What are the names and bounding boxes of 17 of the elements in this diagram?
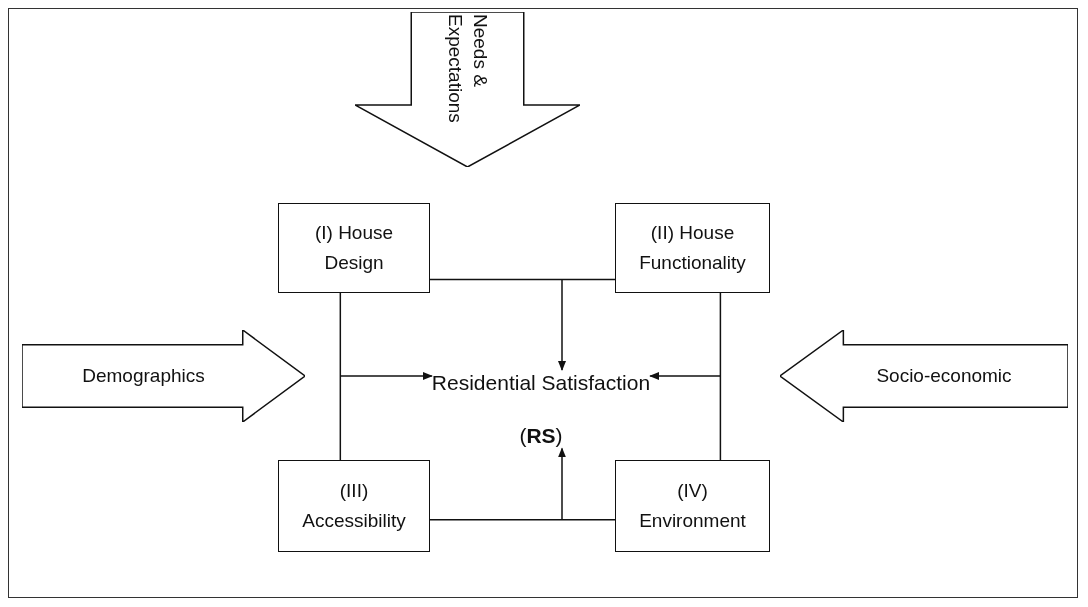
arrow	[649, 372, 721, 380]
central-label: (RS)	[519, 423, 563, 449]
arrow	[339, 372, 433, 380]
connector-line	[719, 292, 722, 461]
central-label: Residential Satisfaction	[431, 370, 651, 396]
arrow	[558, 279, 566, 371]
arrow-label: Demographics	[82, 365, 205, 387]
arrow	[558, 447, 566, 521]
factor-box: (IV) Environment	[615, 460, 770, 552]
arrow-label: Needs & Expectations	[443, 14, 493, 125]
factor-box: (II) House Functionality	[615, 203, 770, 293]
factor-box: (III) Accessibility	[278, 460, 430, 552]
connector-line	[429, 278, 616, 281]
arrow-label: Socio-economic	[876, 365, 1012, 387]
connector-line	[339, 292, 342, 461]
factor-box: (I) House Design	[278, 203, 430, 293]
connector-line	[429, 519, 616, 521]
